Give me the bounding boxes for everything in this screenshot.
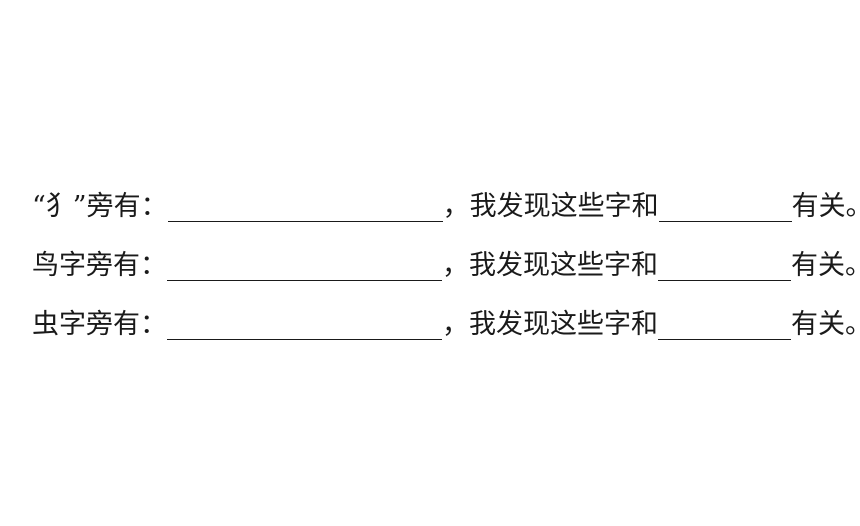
fill-in-worksheet: “犭”旁有： ，我发现这些字和 有关。 鸟字旁有： ，我发现这些字和 有关。 虫…: [32, 186, 860, 363]
question-row-quanzipang: “犭”旁有： ，我发现这些字和 有关。: [32, 186, 860, 228]
answer-blank-meaning[interactable]: [658, 246, 791, 281]
row-label: 鸟字旁有：: [32, 250, 167, 281]
answer-blank-characters[interactable]: [167, 305, 442, 340]
row-end-text: 有关。: [791, 250, 860, 281]
question-row-chongzipang: 虫字旁有： ，我发现这些字和 有关。: [32, 304, 860, 346]
row-end-text: 有关。: [791, 191, 860, 222]
row-label: 虫字旁有：: [32, 309, 167, 340]
question-row-niaozipang: 鸟字旁有： ，我发现这些字和 有关。: [32, 245, 860, 287]
answer-blank-meaning[interactable]: [658, 187, 792, 222]
row-end-text: 有关。: [791, 309, 860, 340]
answer-blank-meaning[interactable]: [658, 305, 791, 340]
row-middle-text: ，我发现这些字和: [442, 191, 659, 222]
answer-blank-characters[interactable]: [167, 187, 443, 222]
answer-blank-characters[interactable]: [167, 246, 442, 281]
row-middle-text: ，我发现这些字和: [442, 250, 658, 281]
row-label: “犭”旁有：: [32, 191, 168, 222]
row-middle-text: ，我发现这些字和: [442, 309, 658, 340]
